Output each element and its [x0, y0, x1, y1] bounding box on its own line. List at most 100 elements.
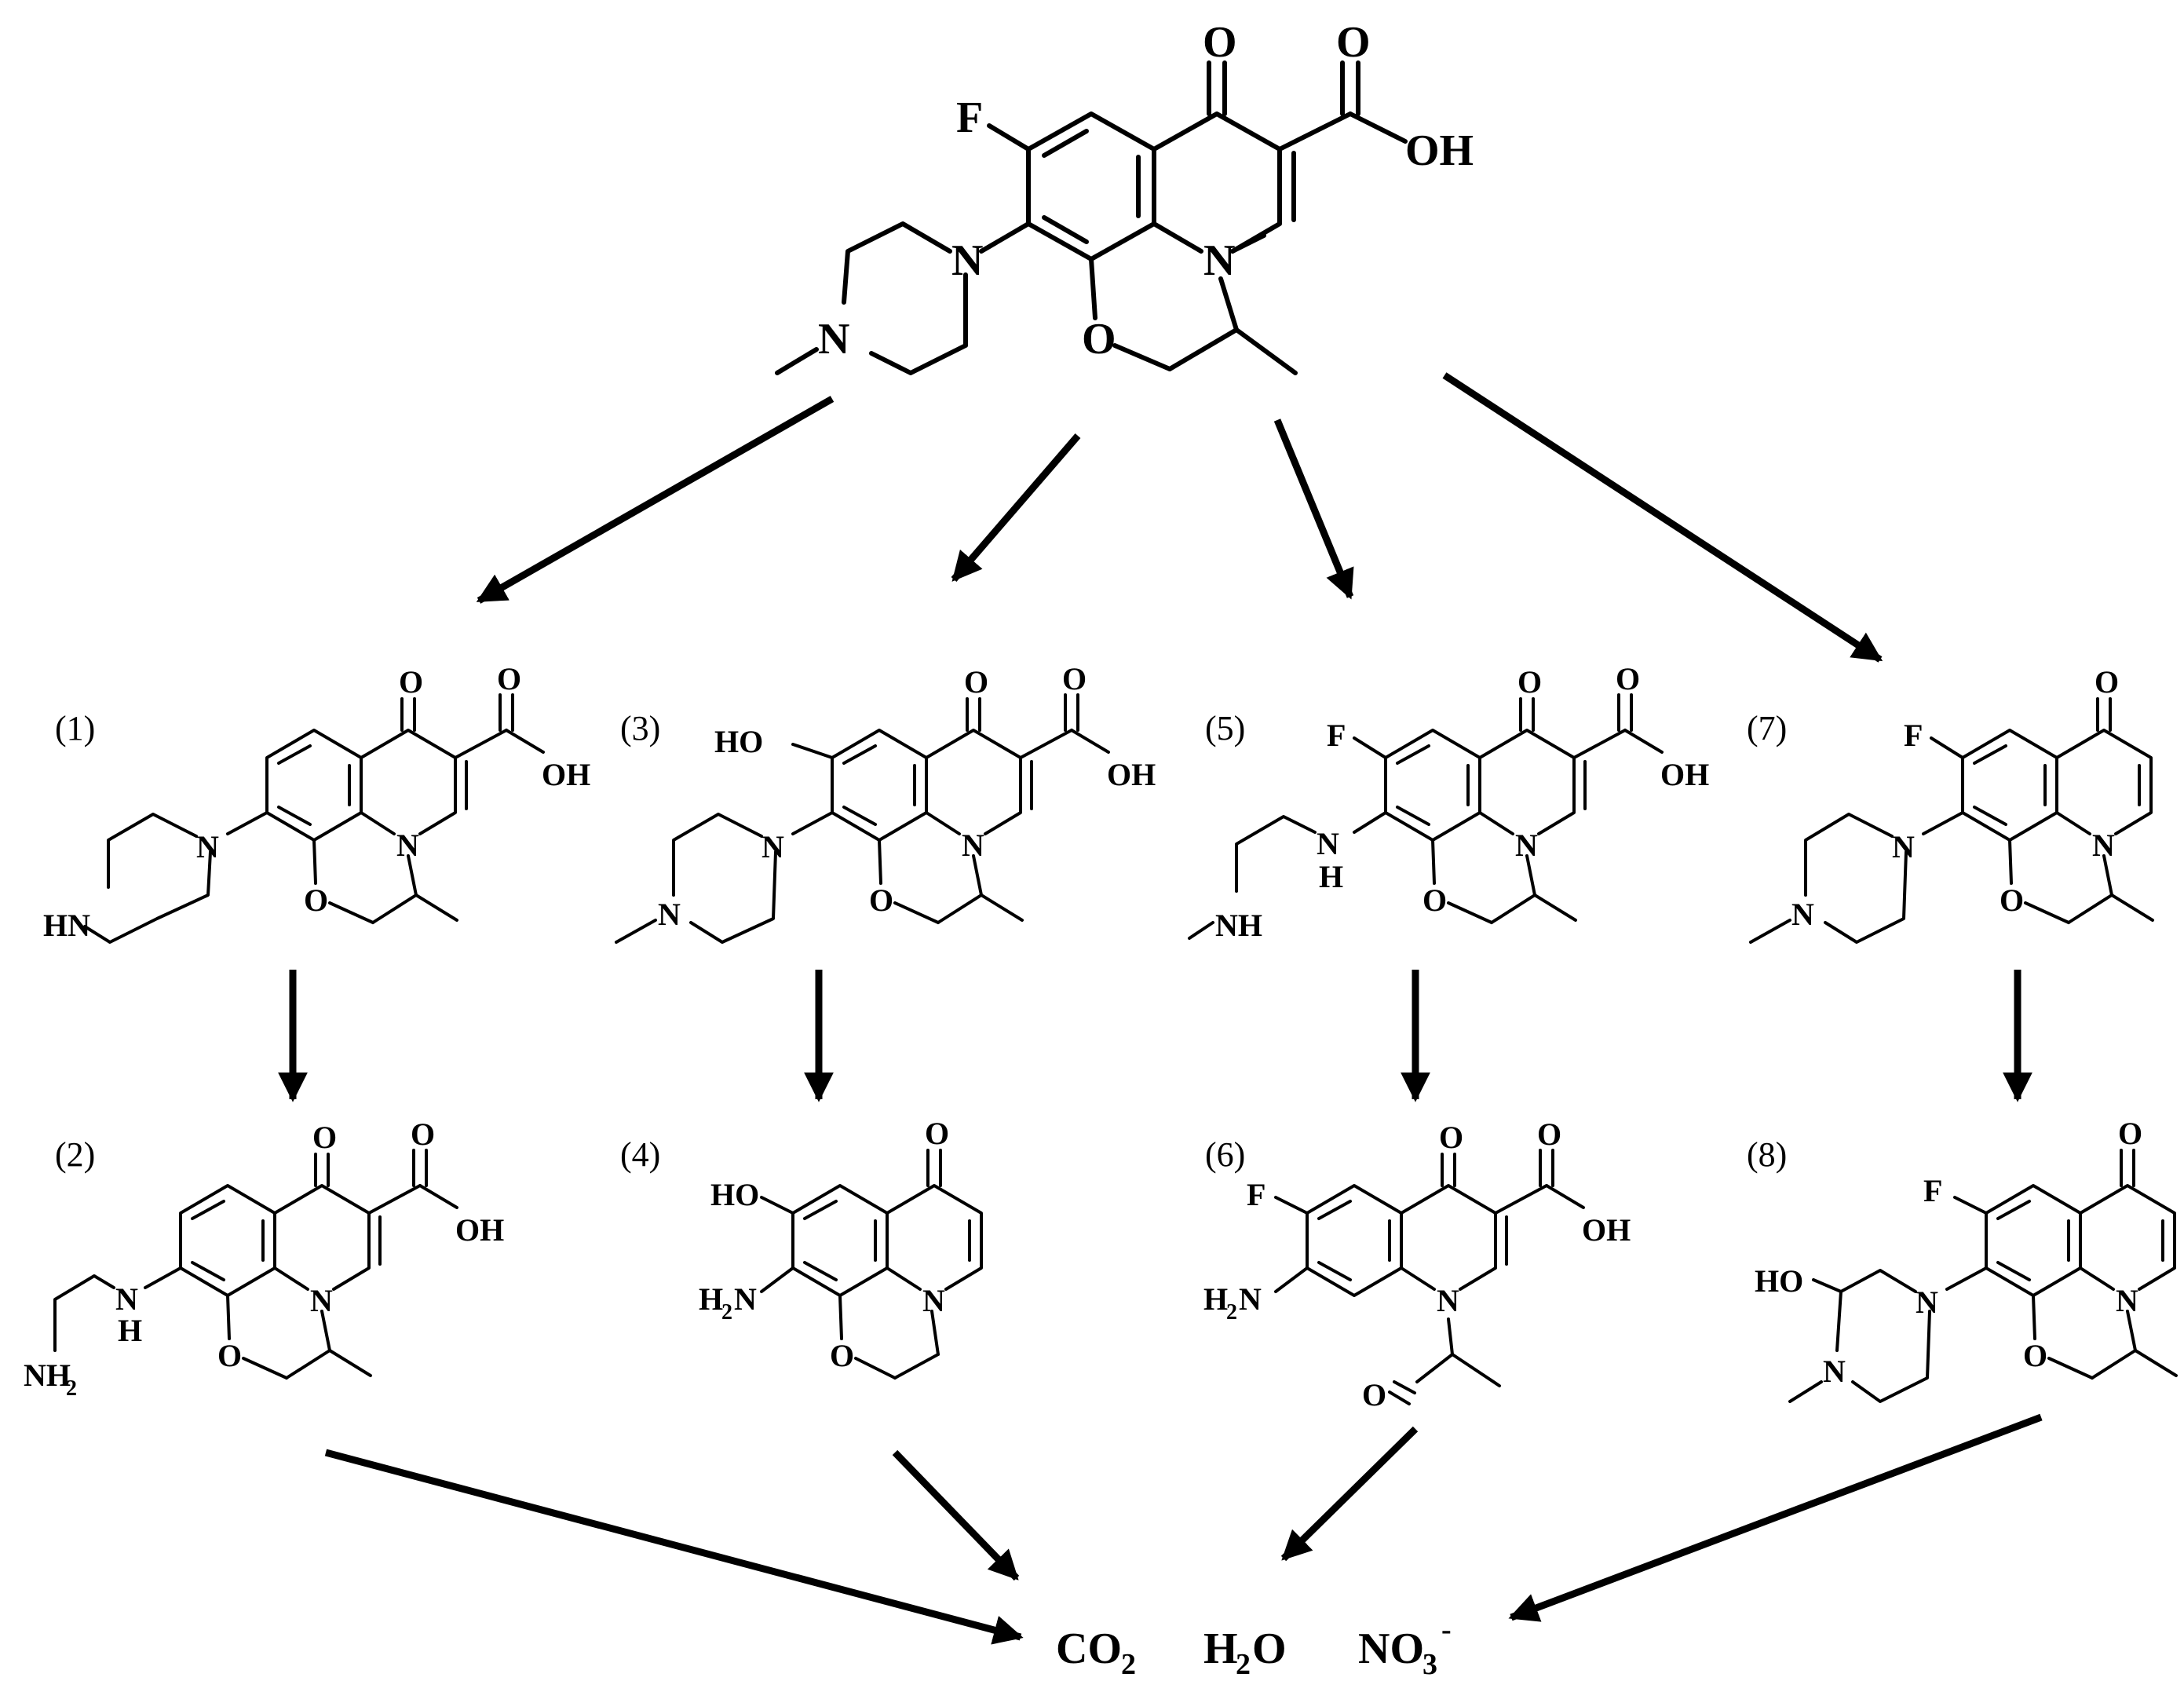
- atom-n-pip1: N: [761, 829, 784, 864]
- atom-h2n-sub: 2: [1226, 1300, 1237, 1325]
- atom-o-ring: O: [2023, 1338, 2047, 1373]
- atom-h2n-n: N: [1239, 1281, 1262, 1317]
- atom-h2n-n: N: [734, 1281, 757, 1317]
- atom-n-ring: N: [1515, 828, 1538, 863]
- atom-o-ring: O: [869, 883, 893, 918]
- atom-o-ring: O: [1082, 315, 1116, 364]
- atom-n-pip2: N: [658, 897, 681, 932]
- atom-ho: HO: [710, 1177, 759, 1212]
- compound-5: (5) F O O OH N N H NH O: [1188, 661, 1709, 943]
- atom-n-ring: N: [922, 1283, 945, 1318]
- atom-o-acid: O: [1537, 1116, 1561, 1152]
- atom-oh: OH: [542, 757, 590, 792]
- atom-n-pip2: N: [1791, 897, 1814, 932]
- atom-n-ring: N: [1203, 236, 1235, 285]
- compound-6: (6) F O O OH H 2 N N O: [1203, 1116, 1631, 1412]
- atom-h2n-h: H: [699, 1281, 723, 1317]
- atom-o-ring: O: [1423, 883, 1447, 918]
- atom-n-pip1: N: [1916, 1285, 1938, 1320]
- atom-n-ring: N: [396, 828, 419, 863]
- compound-1: (1) O O OH N N HN O: [43, 661, 590, 944]
- arrow-8-to-products: [1508, 1413, 2043, 1622]
- compound-4: (4) HO O H 2 N N O: [620, 1116, 983, 1380]
- label-1: (1): [55, 709, 95, 747]
- atom-f: F: [1247, 1177, 1265, 1212]
- atom-n-pip1: N: [951, 236, 983, 285]
- compound-8: (8) F O HO N N N O: [1747, 1116, 2178, 1403]
- atom-o-acid: O: [411, 1116, 435, 1152]
- arrow-2-to-products: [324, 1449, 1024, 1645]
- atom-o-keto: O: [399, 664, 423, 700]
- atom-o-keto: O: [2095, 664, 2119, 700]
- atom-n-pip2: N: [818, 315, 849, 364]
- atom-h2n-h: H: [1203, 1281, 1228, 1317]
- product-co2: CO 2: [1056, 1624, 1136, 1681]
- atom-ho: HO: [1755, 1263, 1803, 1299]
- atom-o-keto: O: [1203, 18, 1237, 67]
- atom-o-keto: O: [312, 1120, 337, 1155]
- arrows-primary: [476, 372, 1883, 663]
- atom-h2n-sub: 2: [721, 1300, 732, 1325]
- label-4: (4): [620, 1135, 660, 1174]
- arrow-parent-to-1: [476, 396, 835, 604]
- atom-f: F: [1327, 718, 1346, 753]
- atom-f: F: [1904, 718, 1923, 753]
- svg-text:3: 3: [1423, 1648, 1437, 1681]
- atom-n-pip: N: [196, 829, 219, 864]
- atom-n-ring: N: [962, 828, 984, 863]
- svg-text:CO: CO: [1056, 1624, 1122, 1673]
- svg-text:NO: NO: [1358, 1624, 1424, 1673]
- atom-oh: OH: [1107, 757, 1156, 792]
- atom-oh: OH: [455, 1212, 504, 1248]
- arrow-parent-to-5: [1273, 418, 1354, 600]
- svg-text:2: 2: [1236, 1648, 1251, 1681]
- arrow-4-to-products: [892, 1449, 1020, 1581]
- atom-o-keto: O: [925, 1116, 949, 1151]
- atom-oh: OH: [1660, 757, 1709, 792]
- atom-n-pip1: N: [1892, 829, 1915, 864]
- atom-o-acid: O: [1616, 661, 1640, 696]
- atom-nh-n: N: [1317, 826, 1339, 861]
- compound-7: (7) F O N N N O: [1747, 664, 2154, 944]
- svg-text:2: 2: [1121, 1648, 1136, 1681]
- atom-oh: OH: [1405, 126, 1474, 175]
- atom-nh-h: H: [1319, 859, 1343, 894]
- svg-text:H: H: [1203, 1624, 1238, 1673]
- atom-n-ring: N: [1437, 1283, 1459, 1318]
- atom-o-ring: O: [304, 883, 328, 918]
- atom-n-pip2: N: [1823, 1354, 1846, 1389]
- atom-n-ring: N: [2116, 1283, 2138, 1318]
- mineralization-products: CO 2 H 2 O NO 3 -: [1056, 1613, 1452, 1681]
- compound-2: (2) O O OH N N H NH 2 O: [24, 1116, 504, 1401]
- arrow-parent-to-7: [1442, 372, 1883, 663]
- label-3: (3): [620, 709, 660, 747]
- atom-o-keto: O: [2118, 1116, 2142, 1151]
- atom-nh2: NH: [24, 1358, 71, 1393]
- atom-o-keto: O: [1439, 1120, 1463, 1155]
- label-8: (8): [1747, 1135, 1787, 1174]
- atom-nh-h: H: [118, 1313, 142, 1348]
- atom-n-ring: N: [310, 1283, 333, 1318]
- atom-f: F: [1923, 1173, 1942, 1208]
- atom-o-ring: O: [217, 1338, 242, 1373]
- atom-nh-n: N: [115, 1281, 138, 1317]
- svg-text:-: -: [1441, 1613, 1452, 1646]
- arrows-secondary: [278, 970, 2032, 1102]
- label-2: (2): [55, 1135, 95, 1174]
- atom-oh: OH: [1582, 1212, 1631, 1248]
- label-6: (6): [1205, 1135, 1245, 1174]
- atom-nh-methyl: NH: [1215, 908, 1262, 943]
- atom-nh2-sub: 2: [66, 1376, 77, 1401]
- atom-o-ring: O: [2000, 883, 2024, 918]
- atom-o-acid: O: [497, 661, 521, 696]
- atom-o-keto: O: [964, 664, 988, 700]
- arrow-6-to-products: [1280, 1426, 1419, 1562]
- atom-o-keto: O: [1517, 664, 1542, 700]
- parent-molecule: [775, 60, 1408, 375]
- atom-o-ring: O: [830, 1338, 854, 1373]
- atom-f: F: [956, 93, 983, 142]
- arrows-final: [324, 1413, 2043, 1645]
- atom-o-acid: O: [1062, 661, 1087, 696]
